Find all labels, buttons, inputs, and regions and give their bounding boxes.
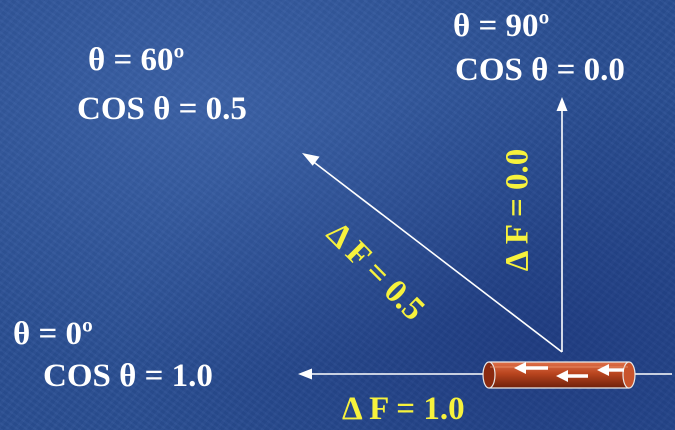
- delta-f-10-label: Δ F = 1.0: [342, 391, 465, 427]
- cos-60-label: COS θ = 0.5: [77, 91, 247, 127]
- cos-90-label: COS θ = 0.0: [455, 52, 625, 88]
- theta-0-label: θ = 0º: [13, 316, 93, 352]
- flow-arrow-left-icon: [597, 364, 624, 376]
- pipe-segment: [482, 361, 636, 389]
- flow-arrow-left-icon: [556, 370, 588, 382]
- theta-90-label: θ = 90º: [453, 8, 550, 44]
- vector-60-degrees: [302, 153, 563, 353]
- delta-f-0-label: Δ F = 0.0: [499, 148, 536, 272]
- flow-arrow-left-icon: [514, 362, 548, 374]
- vector-90-degrees: [556, 97, 568, 352]
- cos-0-label: COS θ = 1.0: [43, 358, 213, 394]
- theta-60-label: θ = 60º: [88, 42, 185, 78]
